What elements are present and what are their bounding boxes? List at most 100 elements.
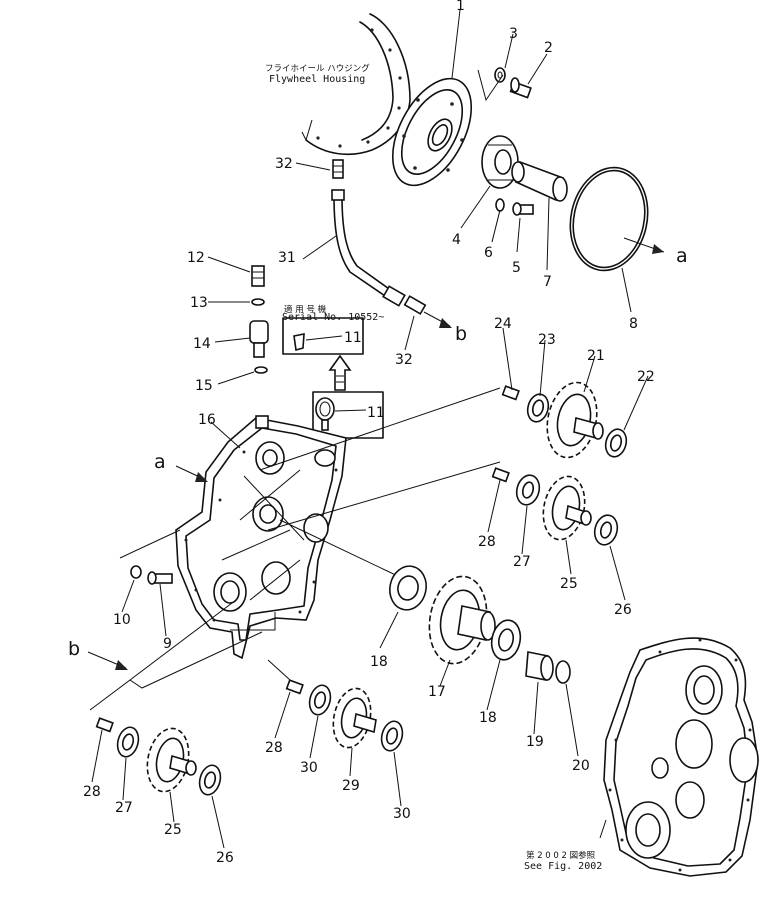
part-32-fitting-top — [332, 159, 344, 179]
flywheel-housing-label-jp: フライホイール ハウジング — [265, 63, 370, 74]
see-fig-label-en: See Fig. 2002 — [524, 861, 602, 872]
reference-b-top: b — [455, 323, 467, 345]
label-part-25-right: 25 — [560, 576, 578, 592]
part-30-bearing-left — [308, 684, 332, 716]
label-part-13: 13 — [190, 295, 208, 311]
label-part-23: 23 — [538, 332, 556, 348]
label-part-31: 31 — [278, 250, 296, 266]
part-14-breather — [249, 320, 269, 358]
part-12-plug — [251, 265, 265, 287]
part-2-bolt — [509, 77, 532, 99]
label-part-26-right: 26 — [614, 602, 632, 618]
label-part-8: 8 — [629, 316, 638, 332]
label-part-9: 9 — [163, 636, 172, 652]
part-11-eyebolt-box — [312, 391, 384, 439]
part-7-shaft — [511, 160, 568, 202]
part-6-washer — [495, 198, 505, 212]
label-part-29: 29 — [342, 778, 360, 794]
label-part-27-right: 27 — [513, 554, 531, 570]
part-18-bearing-left — [389, 565, 427, 611]
part-18-bearing-right — [490, 619, 522, 661]
gear-housing-ref: 第 2 0 0 2 図参照 See Fig. 2002 — [524, 637, 759, 877]
reference-a-top: a — [676, 245, 688, 267]
label-part-15: 15 — [195, 378, 213, 394]
label-part-20: 20 — [572, 758, 590, 774]
label-part-6: 6 — [484, 245, 493, 261]
label-part-27-left: 27 — [115, 800, 133, 816]
part-20-snap-ring — [555, 660, 571, 684]
label-part-10: 10 — [113, 612, 131, 628]
reference-arrow-a-top: a — [623, 237, 688, 267]
part-labels: 1 2 3 4 5 6 7 8 9 10 11 11 12 13 14 15 1… — [83, 0, 655, 866]
label-part-28-right: 28 — [478, 534, 496, 550]
part-9-bolt — [147, 571, 173, 585]
label-part-28-left: 28 — [83, 784, 101, 800]
label-part-14: 14 — [193, 336, 211, 352]
flywheel-housing-label-en: Flywheel Housing — [269, 74, 365, 85]
label-part-11-top: 11 — [344, 330, 362, 346]
label-part-24: 24 — [494, 316, 512, 332]
part-10-washer — [130, 565, 142, 579]
label-part-18-right: 18 — [479, 710, 497, 726]
part-27-bearing-left — [116, 726, 140, 758]
label-part-22: 22 — [637, 369, 655, 385]
part-28-plug-right — [491, 467, 510, 483]
part-23-bearing — [526, 393, 550, 423]
part-19-collar — [525, 651, 554, 681]
part-25-gear-right — [542, 475, 592, 541]
part-32-fitting-bottom — [403, 295, 427, 315]
part-5-bolt — [512, 202, 534, 216]
reference-b-left: b — [68, 638, 80, 660]
label-part-12: 12 — [187, 250, 205, 266]
part-28-plug-left — [95, 717, 114, 733]
label-part-2: 2 — [544, 40, 553, 56]
serial-label-en: Serial No. 10552~ — [282, 312, 384, 323]
label-part-4: 4 — [452, 232, 461, 248]
reference-arrow-b-left: b — [68, 638, 128, 670]
part-4-hub — [481, 135, 519, 189]
part-30-bearing-right — [380, 720, 404, 752]
label-part-19: 19 — [526, 734, 544, 750]
label-part-30-right: 30 — [393, 806, 411, 822]
label-part-32-top: 32 — [275, 156, 293, 172]
part-25-gear-left — [146, 727, 197, 793]
label-part-16: 16 — [198, 412, 216, 428]
label-part-5: 5 — [512, 260, 521, 276]
label-part-32-bottom: 32 — [395, 352, 413, 368]
part-1-plate — [391, 77, 473, 187]
reference-arrow-a-left: a — [154, 451, 208, 482]
label-part-3: 3 — [509, 26, 518, 42]
part-15-washer — [254, 366, 268, 374]
serial-box: 適 用 号 機 Serial No. 10552~ — [282, 304, 384, 355]
label-part-11-bottom: 11 — [367, 405, 385, 421]
label-part-18-left: 18 — [370, 654, 388, 670]
reference-a-left: a — [154, 451, 166, 473]
label-part-17: 17 — [428, 684, 446, 700]
part-26-bearing-left — [198, 764, 222, 796]
part-8-o-ring — [569, 166, 649, 272]
part-27-bearing-right — [515, 474, 541, 506]
part-28-plug-middle — [285, 679, 304, 695]
part-24-plug — [501, 385, 520, 401]
part-31-pipe — [331, 189, 406, 307]
leader-lines — [91, 9, 649, 849]
label-part-7: 7 — [543, 274, 552, 290]
label-part-30-left: 30 — [300, 760, 318, 776]
part-17-gear — [428, 575, 496, 665]
arrow-up — [328, 354, 352, 391]
part-22-bearing — [604, 428, 628, 458]
label-part-21: 21 — [587, 348, 605, 364]
reference-arrow-b-top: b — [423, 311, 467, 345]
flywheel-housing: フライホイール ハウジング Flywheel Housing — [265, 13, 411, 156]
part-3-washer — [494, 67, 506, 83]
label-part-1: 1 — [456, 0, 465, 14]
see-fig-label-jp: 第 2 0 0 2 図参照 — [526, 850, 596, 861]
gear-case — [175, 415, 347, 660]
label-part-25-left: 25 — [164, 822, 182, 838]
part-13-washer — [251, 298, 265, 306]
part-29-gear — [332, 687, 377, 749]
part-26-bearing-right — [593, 514, 619, 546]
label-part-28-middle: 28 — [265, 740, 283, 756]
label-part-26-left: 26 — [216, 850, 234, 866]
